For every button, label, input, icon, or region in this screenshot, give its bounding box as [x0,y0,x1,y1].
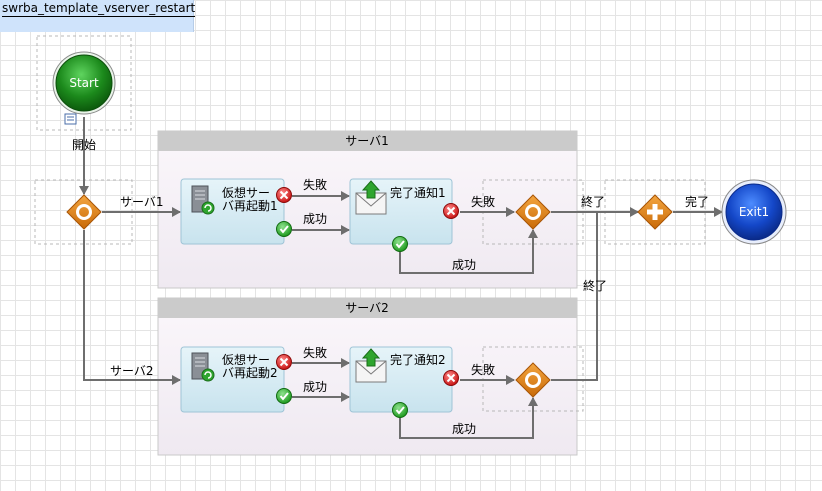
edge-label-complete: 完了 [685,194,709,209]
exit-node[interactable]: Exit1 [721,179,787,245]
timer-icon [64,113,77,125]
workflow-title[interactable]: swrba_template_vserver_restart [2,1,196,17]
edge-label-notify-fail-2: 失敗 [471,362,495,377]
mail-upload-icon [355,180,387,215]
notify-task-2-label: 完了通知2 [390,352,446,367]
lane-server-2-title: サーバ2 [345,301,389,315]
edge-label-branch-1: サーバ1 [120,195,164,209]
server-restart-icon [191,352,215,382]
restart-task-2-line2: バ再起動2 [222,366,278,380]
edge-label-notify-success-2: 成功 [452,422,476,436]
lane-server-1-title: サーバ1 [345,134,389,148]
success-icon[interactable] [392,236,408,252]
edge-label-fail-1: 失敗 [303,177,327,192]
connectors [79,117,723,439]
restart-task-1[interactable]: 仮想サー バ再起動1 [180,178,285,245]
mail-upload-icon [355,348,387,383]
exit-node-label: Exit1 [739,205,769,219]
start-node-label: Start [69,76,99,90]
start-node[interactable]: Start [52,51,116,115]
restart-task-1-line2: バ再起動1 [222,199,278,213]
success-icon[interactable] [276,388,292,404]
success-icon[interactable] [392,402,408,418]
restart-task-2[interactable]: 仮想サー バ再起動2 [180,346,285,413]
join-gateway[interactable] [637,194,673,230]
notify-task-2[interactable]: 完了通知2 [349,346,453,413]
edge-label-end-1: 終了 [581,194,605,209]
error-icon[interactable] [443,203,459,219]
edge-label-success-1: 成功 [303,212,327,226]
restart-task-1-line1: 仮想サー [222,185,270,200]
edge-label-fail-2: 失敗 [303,345,327,360]
success-icon[interactable] [276,221,292,237]
merge-gateway-1[interactable] [515,194,551,230]
notify-task-1[interactable]: 完了通知1 [349,178,453,245]
server-restart-icon [191,185,215,215]
restart-task-2-line1: 仮想サー [222,352,270,367]
error-icon[interactable] [276,187,292,203]
merge-gateway-2[interactable] [515,362,551,398]
edge-label-end-2: 終了 [583,278,607,293]
error-icon[interactable] [443,370,459,386]
workflow-title-bar: swrba_template_vserver_restart [0,0,196,32]
edge-label-notify-fail-1: 失敗 [471,194,495,209]
edge-label-notify-success-1: 成功 [452,258,476,272]
edge-label-start: 開始 [72,138,96,152]
branch-gateway[interactable] [66,194,102,230]
edge-label-branch-2: サーバ2 [110,364,154,378]
edge-label-success-2: 成功 [303,380,327,394]
notify-task-1-label: 完了通知1 [390,185,446,200]
error-icon[interactable] [276,354,292,370]
